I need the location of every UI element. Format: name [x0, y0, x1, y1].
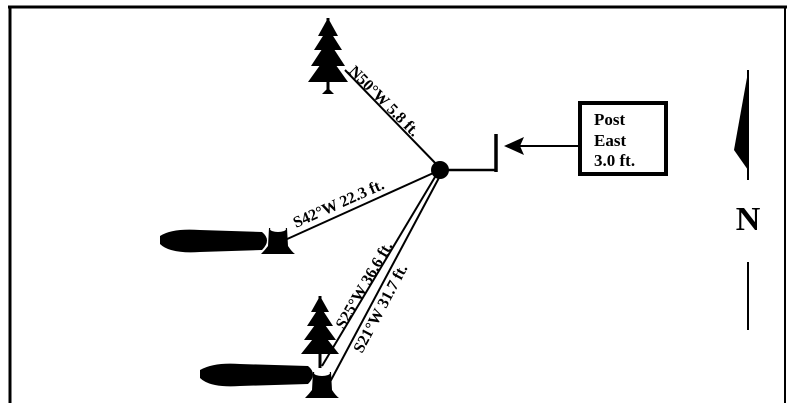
bearing-line-tree-s: [321, 171, 439, 367]
stump-icon: [261, 226, 295, 254]
bearing-label: N50°W 5.8 ft.: [345, 63, 422, 140]
bearing-line-stump-s: [329, 173, 442, 383]
north-label: N: [736, 201, 761, 238]
bearing-line-stump-w: [284, 169, 441, 241]
tree-icon: [301, 296, 339, 368]
post-note-arrow: [504, 137, 578, 155]
stump-icon: [305, 370, 339, 398]
post-note-line-3: 3.0 ft.: [594, 151, 635, 170]
bearing-label: S42°W 22.3 ft.: [291, 176, 387, 231]
log-icon: [200, 363, 313, 387]
north-arrow-icon: [734, 70, 749, 330]
log-icon: [160, 229, 267, 253]
diagram-frame: [8, 5, 787, 403]
post-icon: [440, 134, 498, 172]
bearing-line-tree-ne: [344, 69, 441, 169]
post-note-box: Post East 3.0 ft.: [578, 101, 668, 176]
tree-icon: [308, 18, 348, 94]
post-note-line-1: Post: [594, 110, 626, 129]
bearing-lines: [284, 69, 442, 383]
post-note-line-2: East: [594, 131, 626, 150]
